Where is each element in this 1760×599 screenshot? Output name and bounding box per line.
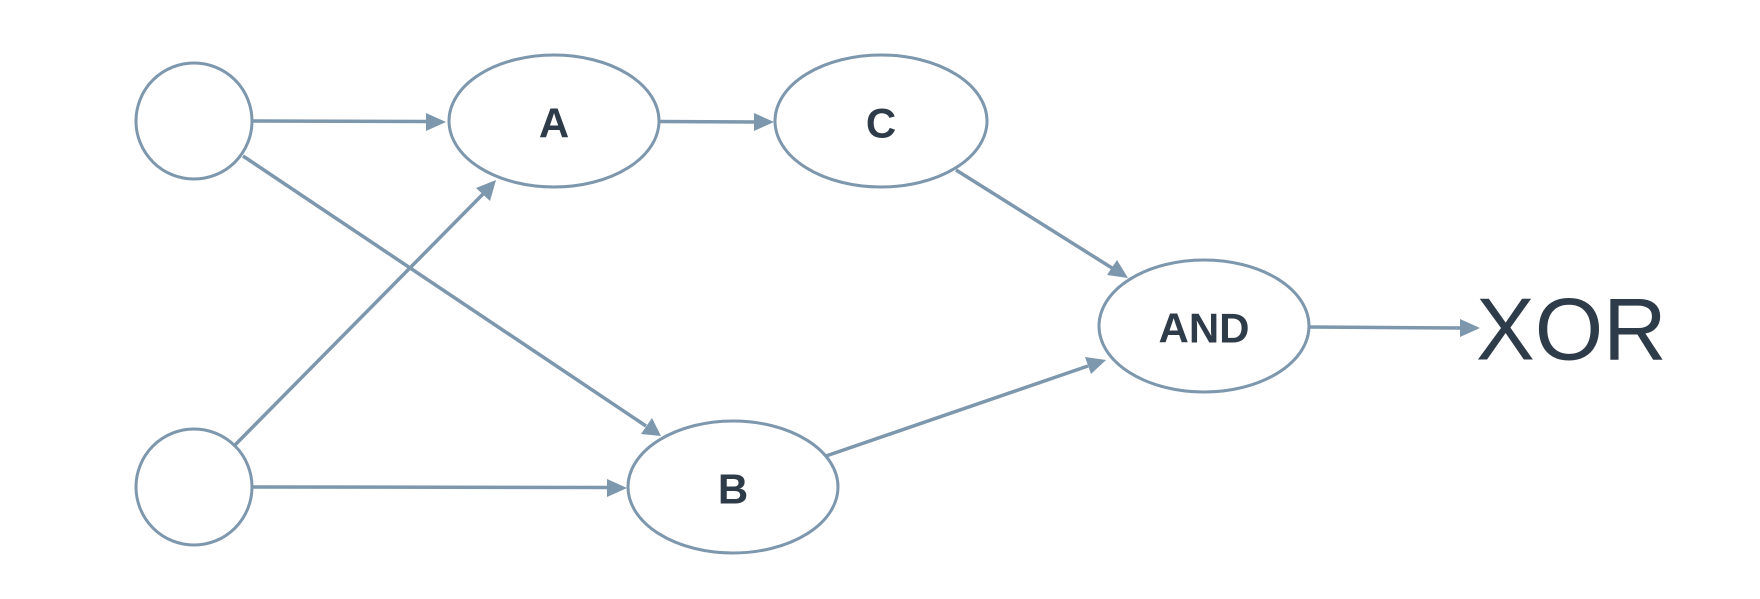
edge-input1-to-b bbox=[242, 154, 661, 436]
edge-b-to-and bbox=[825, 357, 1106, 458]
output-xor-label: XOR bbox=[1476, 280, 1667, 379]
edge-input1-to-a bbox=[251, 113, 446, 131]
node-c: C bbox=[773, 53, 989, 189]
node-and-label: AND bbox=[1159, 305, 1250, 352]
node-and: AND bbox=[1097, 258, 1311, 394]
node-a-label: A bbox=[539, 100, 569, 147]
edge-c-to-and bbox=[955, 168, 1128, 278]
node-input-2 bbox=[134, 427, 254, 547]
edge-and-to-output bbox=[1309, 319, 1480, 337]
node-c-label: C bbox=[866, 100, 896, 147]
edge-a-to-c bbox=[659, 113, 774, 131]
node-b: B bbox=[626, 419, 840, 555]
node-a: A bbox=[447, 53, 661, 189]
edge-input2-to-a bbox=[232, 180, 496, 448]
node-b-label: B bbox=[718, 466, 748, 513]
node-input-1 bbox=[134, 61, 254, 181]
edge-input2-to-b bbox=[251, 479, 627, 497]
edges bbox=[232, 113, 1480, 497]
